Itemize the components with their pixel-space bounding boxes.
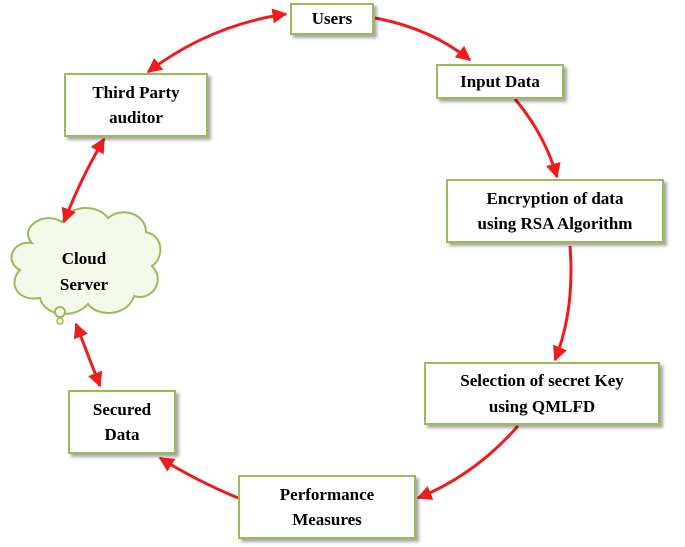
arrow-input-data-to-encryption: [513, 98, 561, 179]
arrow-secured-cloud: [73, 322, 103, 388]
encryption-label-line1: Encryption of data: [486, 188, 624, 208]
users-label: Users: [311, 9, 353, 29]
performance-node: Performance Measures: [238, 475, 416, 539]
arrow-cloud-third-party: [61, 137, 106, 224]
arrow-users-to-input-data: [374, 16, 472, 62]
third-party-label-line1: Third Party: [92, 82, 180, 102]
selection-label-line1: Selection of secret Key: [460, 371, 624, 390]
selection-label-line2: using QMLFD: [488, 396, 596, 416]
selection-node: Selection of secret Key using QMLFD: [424, 362, 660, 425]
secured-label-line1: Secured: [92, 399, 152, 419]
third-party-label-line2: auditor: [109, 108, 163, 127]
users-node: Users: [290, 3, 374, 35]
encryption-node: Encryption of data using RSA Algorithm: [446, 179, 664, 243]
input-data-node: Input Data: [436, 64, 564, 99]
secured-label-line2: Data: [104, 425, 140, 444]
arrow-selection-to-performance: [416, 425, 520, 500]
arrow-performance-to-secured: [158, 456, 239, 500]
third-party-auditor-node: Third Party auditor: [64, 73, 208, 137]
arrow-encryption-to-selection: [553, 245, 573, 362]
input-data-label: Input Data: [460, 71, 540, 91]
encryption-label-line2: using RSA Algorithm: [477, 214, 633, 233]
performance-label-line2: Measures: [292, 510, 362, 529]
cloud-label-line1: Cloud: [61, 249, 107, 268]
cloud-label-line2: Server: [59, 274, 109, 294]
arrow-third-party-users: [146, 8, 288, 74]
performance-label-line1: Performance: [279, 484, 375, 504]
secured-data-node: Secured Data: [68, 390, 176, 454]
cloud-server-label: Cloud Server: [20, 246, 148, 297]
